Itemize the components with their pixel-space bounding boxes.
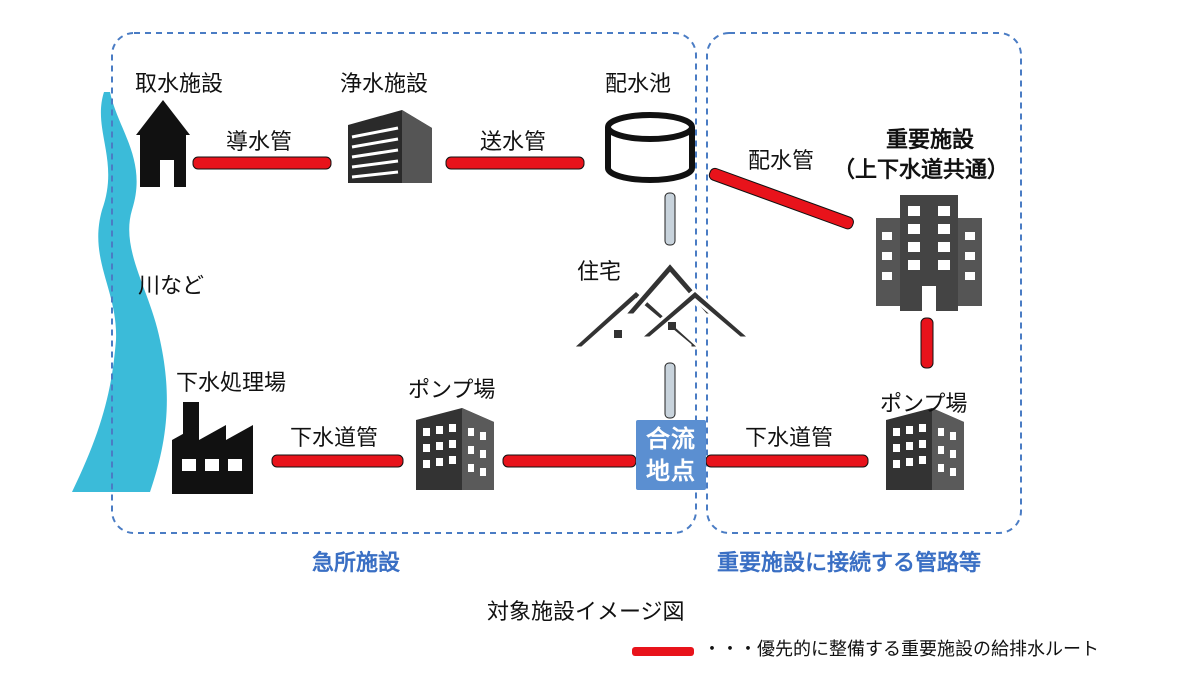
label-intake: 取水施設 — [135, 72, 224, 97]
diagram-caption: 対象施設イメージ図 — [487, 600, 685, 625]
label-conduit-pipe: 導水管 — [226, 130, 293, 155]
pipe-grey-upper — [664, 192, 676, 246]
label-transmission-pipe: 送水管 — [480, 130, 547, 155]
pump-right-building-icon — [886, 408, 964, 490]
intake-house-icon — [136, 100, 190, 187]
label-pump-right: ポンプ場 — [880, 392, 968, 417]
label-distribution-pipe: 配水管 — [748, 149, 815, 174]
label-pump-left: ポンプ場 — [408, 378, 496, 403]
pipe-sewer-middle — [502, 454, 637, 468]
label-river: 川など — [138, 274, 205, 299]
legend-line — [632, 647, 694, 656]
label-important-facility: 重要施設 — [885, 128, 974, 153]
group-box-urgent — [111, 32, 697, 534]
reservoir-icon — [605, 112, 695, 183]
group-box-connecting — [706, 32, 1022, 534]
group-label-urgent: 急所施設 — [312, 551, 401, 576]
label-sewage-plant: 下水処理場 — [176, 371, 287, 396]
pipe-grey-lower — [664, 362, 676, 419]
junction-label-line1: 合流 — [646, 425, 696, 453]
pump-left-building-icon — [416, 408, 494, 490]
group-label-connecting: 重要施設に接続する管路等 — [717, 551, 982, 576]
label-housing: 住宅 — [577, 260, 622, 285]
pipe-sewer-right — [705, 454, 869, 468]
pipe-distribution — [708, 167, 854, 230]
label-important-shared: （上下水道共通） — [833, 158, 1010, 183]
junction-label-line2: 地点 — [646, 457, 696, 485]
important-building-icon — [876, 195, 982, 311]
label-purification: 浄水施設 — [340, 72, 429, 97]
pipe-transmission — [445, 156, 585, 170]
label-reservoir: 配水池 — [605, 72, 672, 97]
pipe-sewer-left — [271, 454, 404, 468]
purification-building-icon — [348, 110, 432, 183]
pipe-important-down — [920, 317, 934, 369]
houses-icon — [568, 259, 754, 350]
junction-point: 合流 地点 — [636, 420, 706, 490]
pipe-conduit — [192, 156, 332, 170]
label-sewer-pipe-right: 下水道管 — [745, 426, 834, 451]
label-sewer-pipe-left: 下水道管 — [290, 426, 379, 451]
river-shape — [72, 92, 167, 492]
factory-icon — [172, 402, 253, 494]
legend-text: ・・・優先的に整備する重要施設の給排水ルート — [703, 639, 1099, 660]
